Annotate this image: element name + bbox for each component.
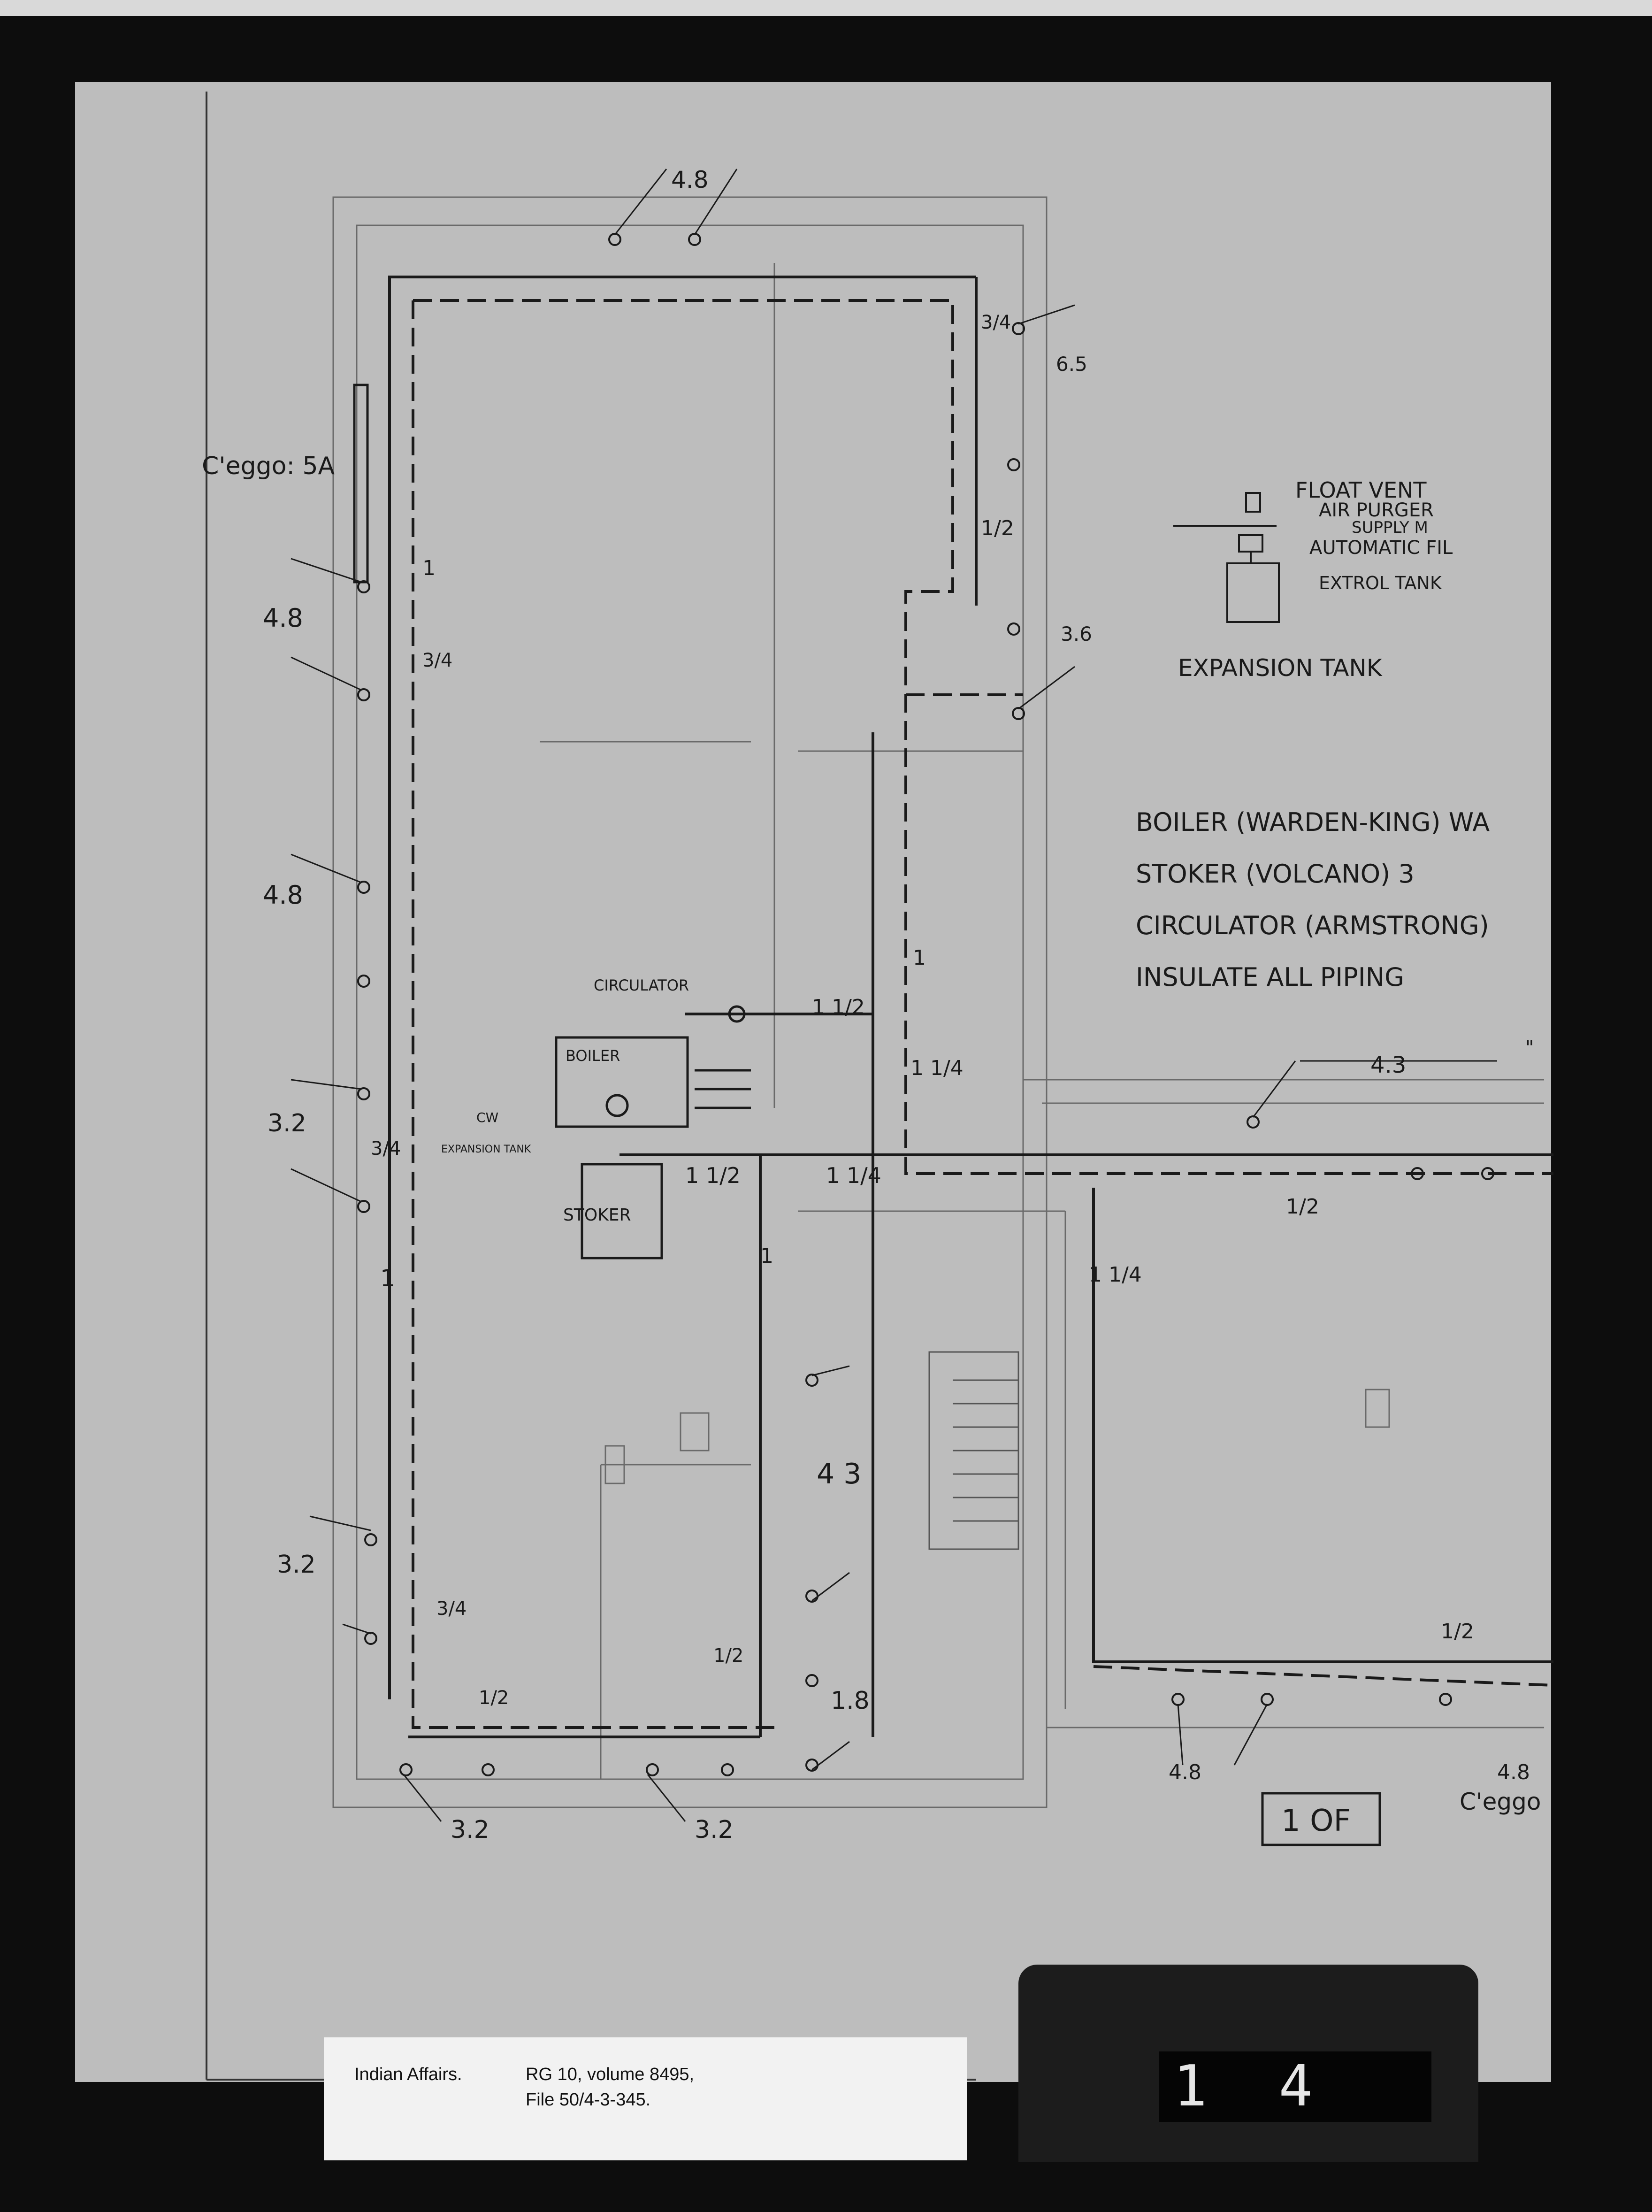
left-run-size-3-2-b: 3.2 xyxy=(277,1551,316,1579)
radiator-takeoffs xyxy=(357,233,1494,1776)
legend-float-vent: FLOAT VENT xyxy=(1295,477,1427,503)
legend-supply: SUPPLY M xyxy=(1352,518,1428,537)
note-boiler: BOILER (WARDEN-KING) WA xyxy=(1136,807,1490,837)
note-circulator: CIRCULATOR (ARMSTRONG) xyxy=(1136,911,1489,940)
south-riser-size: 1 xyxy=(760,1244,773,1268)
right-run-size-4: 3.6 xyxy=(1061,622,1092,645)
east-size-1-1-4: 1 1/4 xyxy=(1089,1263,1142,1287)
drawing-sheet xyxy=(75,82,1551,2082)
south-east-size-4-8-a: 4.8 xyxy=(1169,1760,1201,1784)
cw-label: CW xyxy=(476,1110,498,1125)
expansion-tank-small-label: EXPANSION TANK xyxy=(441,1144,531,1155)
tag-leaders xyxy=(291,169,1497,1822)
right-run-size-1: 3/4 xyxy=(981,312,1011,333)
riser-size-1: 1 xyxy=(913,946,926,970)
pipe-size-labels: 4.8 3/4 6.5 1/2 3.6 C'eggo: 5A 4.8 1 3/4… xyxy=(202,166,1541,1844)
south-east-size-4-8-b: 4.8 xyxy=(1497,1760,1530,1784)
left-run-size-3-4-c: 3/4 xyxy=(436,1598,467,1620)
east-size-mark: " xyxy=(1525,1037,1534,1059)
archive-reference-line1: RG 10, volume 8495, xyxy=(526,2065,695,2084)
boiler-box xyxy=(555,1036,689,1128)
circulator-outlet-size: 1 1/2 xyxy=(812,995,865,1019)
stair xyxy=(928,1351,1019,1550)
right-run-size-3: 1/2 xyxy=(981,516,1014,540)
south-east-size-1-2: 1/2 xyxy=(1441,1620,1474,1644)
note-stoker: STOKER (VOLCANO) 3 xyxy=(1136,859,1415,889)
equipment-notes: BOILER (WARDEN-KING) WA STOKER (VOLCANO)… xyxy=(1136,807,1490,992)
return-piping xyxy=(412,299,1554,1729)
left-run-size-3-4-a: 3/4 xyxy=(422,650,452,671)
legend-automatic-fill: AUTOMATIC FIL xyxy=(1309,537,1453,559)
film-top-edge xyxy=(0,0,1652,16)
run-size-1-2-a: 1/2 xyxy=(713,1645,743,1667)
circulator-label: CIRCULATOR xyxy=(594,976,689,994)
legend-air-purger: AIR PURGER xyxy=(1319,499,1434,521)
baseboard-tag: C'eggo: 5A xyxy=(202,452,335,480)
boiler-label: BOILER xyxy=(566,1047,620,1065)
expansion-tank-legend: FLOAT VENT AIR PURGER SUPPLY M AUTOMATIC… xyxy=(1178,477,1453,682)
east-size-1-2: 1/2 xyxy=(1286,1195,1319,1219)
archive-label-card: Indian Affairs. RG 10, volume 8495, File… xyxy=(324,2037,967,2160)
stoker-label: STOKER xyxy=(563,1206,631,1225)
run-size-4-3: 4 3 xyxy=(817,1458,861,1490)
bottom-run-size-a: 3.2 xyxy=(451,1816,489,1844)
bottom-run-size-b: 3.2 xyxy=(695,1816,734,1844)
equipment xyxy=(555,1005,770,1260)
circulator-pump xyxy=(728,1005,746,1023)
legend-title: EXPANSION TANK xyxy=(1178,654,1383,682)
wall-outlines xyxy=(332,196,1544,1808)
archive-reference-line2: File 50/4-3-345. xyxy=(526,2090,651,2110)
run-size-1-2-b: 1/2 xyxy=(479,1687,509,1709)
expansion-tank-small-circle xyxy=(605,1094,629,1117)
left-run-size-4-8-b: 4.8 xyxy=(263,880,303,910)
east-size-4-3: 4.3 xyxy=(1370,1052,1406,1078)
equipment-labels: CIRCULATOR BOILER EXPANSION TANK STOKER … xyxy=(441,976,689,1225)
sheet-mark: 1 OF xyxy=(1261,1792,1381,1846)
right-run-size-2: 6.5 xyxy=(1056,353,1087,376)
left-run-size-1-b: 1 xyxy=(380,1265,395,1292)
left-run-size-3-2-a: 3.2 xyxy=(268,1109,306,1137)
top-run-size: 4.8 xyxy=(671,166,709,193)
frame-counter-digits: 1 4 xyxy=(1173,2054,1331,2119)
run-size-1-8: 1.8 xyxy=(831,1687,870,1715)
note-insulate: INSULATE ALL PIPING xyxy=(1136,962,1404,992)
left-run-size-4-8-a: 4.8 xyxy=(263,603,303,633)
riser-size-1-1-4: 1 1/4 xyxy=(910,1056,964,1080)
legend-extrol-tank: EXTROL TANK xyxy=(1319,573,1442,593)
left-run-size-1-a: 1 xyxy=(422,556,436,580)
expansion-tank-detail xyxy=(1173,492,1280,623)
sheet-mark-text: 1 OF xyxy=(1281,1804,1351,1838)
sheet-border xyxy=(206,92,976,2081)
frame-counter-window xyxy=(1159,2051,1431,2122)
boiler-outlet-size: 1 1/2 xyxy=(685,1163,741,1188)
archive-agency: Indian Affairs. xyxy=(354,2065,462,2084)
south-east-baseboard-tag: C'eggo xyxy=(1460,1788,1541,1815)
frame-counter-device: 1 4 xyxy=(1018,1965,1478,2162)
stoker-box xyxy=(581,1163,663,1260)
left-run-size-3-4-b: 3/4 xyxy=(371,1138,401,1160)
main-size-1-1-4: 1 1/4 xyxy=(826,1163,881,1188)
